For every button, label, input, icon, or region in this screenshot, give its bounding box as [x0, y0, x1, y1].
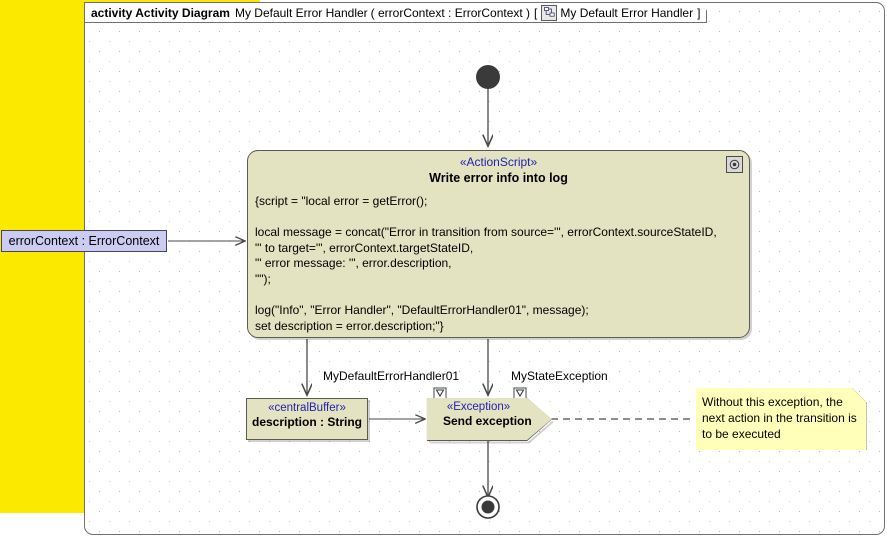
exception-stereotype: «Exception»	[446, 401, 511, 413]
exception-title: Send exception	[443, 414, 532, 428]
frame-name: My Default Error Handler	[234, 5, 368, 20]
buffer-stereotype: «centralBuffer»	[268, 402, 346, 414]
frame-parameters: ( errorContext : ErrorContext )	[370, 5, 531, 20]
comment-note[interactable]: Without this exception, the next action …	[696, 388, 866, 450]
parameter-node-label: errorContext : ErrorContext	[8, 234, 160, 248]
frame-bracket-close: ]	[697, 5, 701, 20]
action-node-title: Write error info into log	[429, 171, 568, 185]
action-node-script: {script = "local error = getError(); loc…	[255, 194, 717, 333]
action-node-write-error[interactable]: «ActionScript» Write error info into log…	[247, 150, 750, 338]
buffer-title: description : String	[251, 415, 362, 429]
note-text: Without this exception, the next action …	[702, 395, 857, 441]
frame-context-name: My Default Error Handler	[560, 5, 694, 20]
frame-header: activity Activity Diagram My Default Err…	[84, 2, 707, 23]
edge-label-state-exception: MyStateException	[511, 369, 608, 383]
edge-label-handler: MyDefaultErrorHandler01	[323, 369, 460, 383]
state-machine-icon	[541, 5, 557, 21]
script-gear-icon	[726, 156, 743, 173]
frame-keyword: activity Activity Diagram	[91, 5, 230, 20]
exception-node-send[interactable]: «Exception» Send exception	[427, 398, 552, 440]
central-buffer-node[interactable]: «centralBuffer» description : String	[246, 398, 368, 440]
action-node-stereotype: «ActionScript»	[459, 155, 538, 169]
frame-bracket-open: [	[534, 5, 538, 20]
activity-parameter-node[interactable]: errorContext : ErrorContext	[1, 230, 167, 252]
